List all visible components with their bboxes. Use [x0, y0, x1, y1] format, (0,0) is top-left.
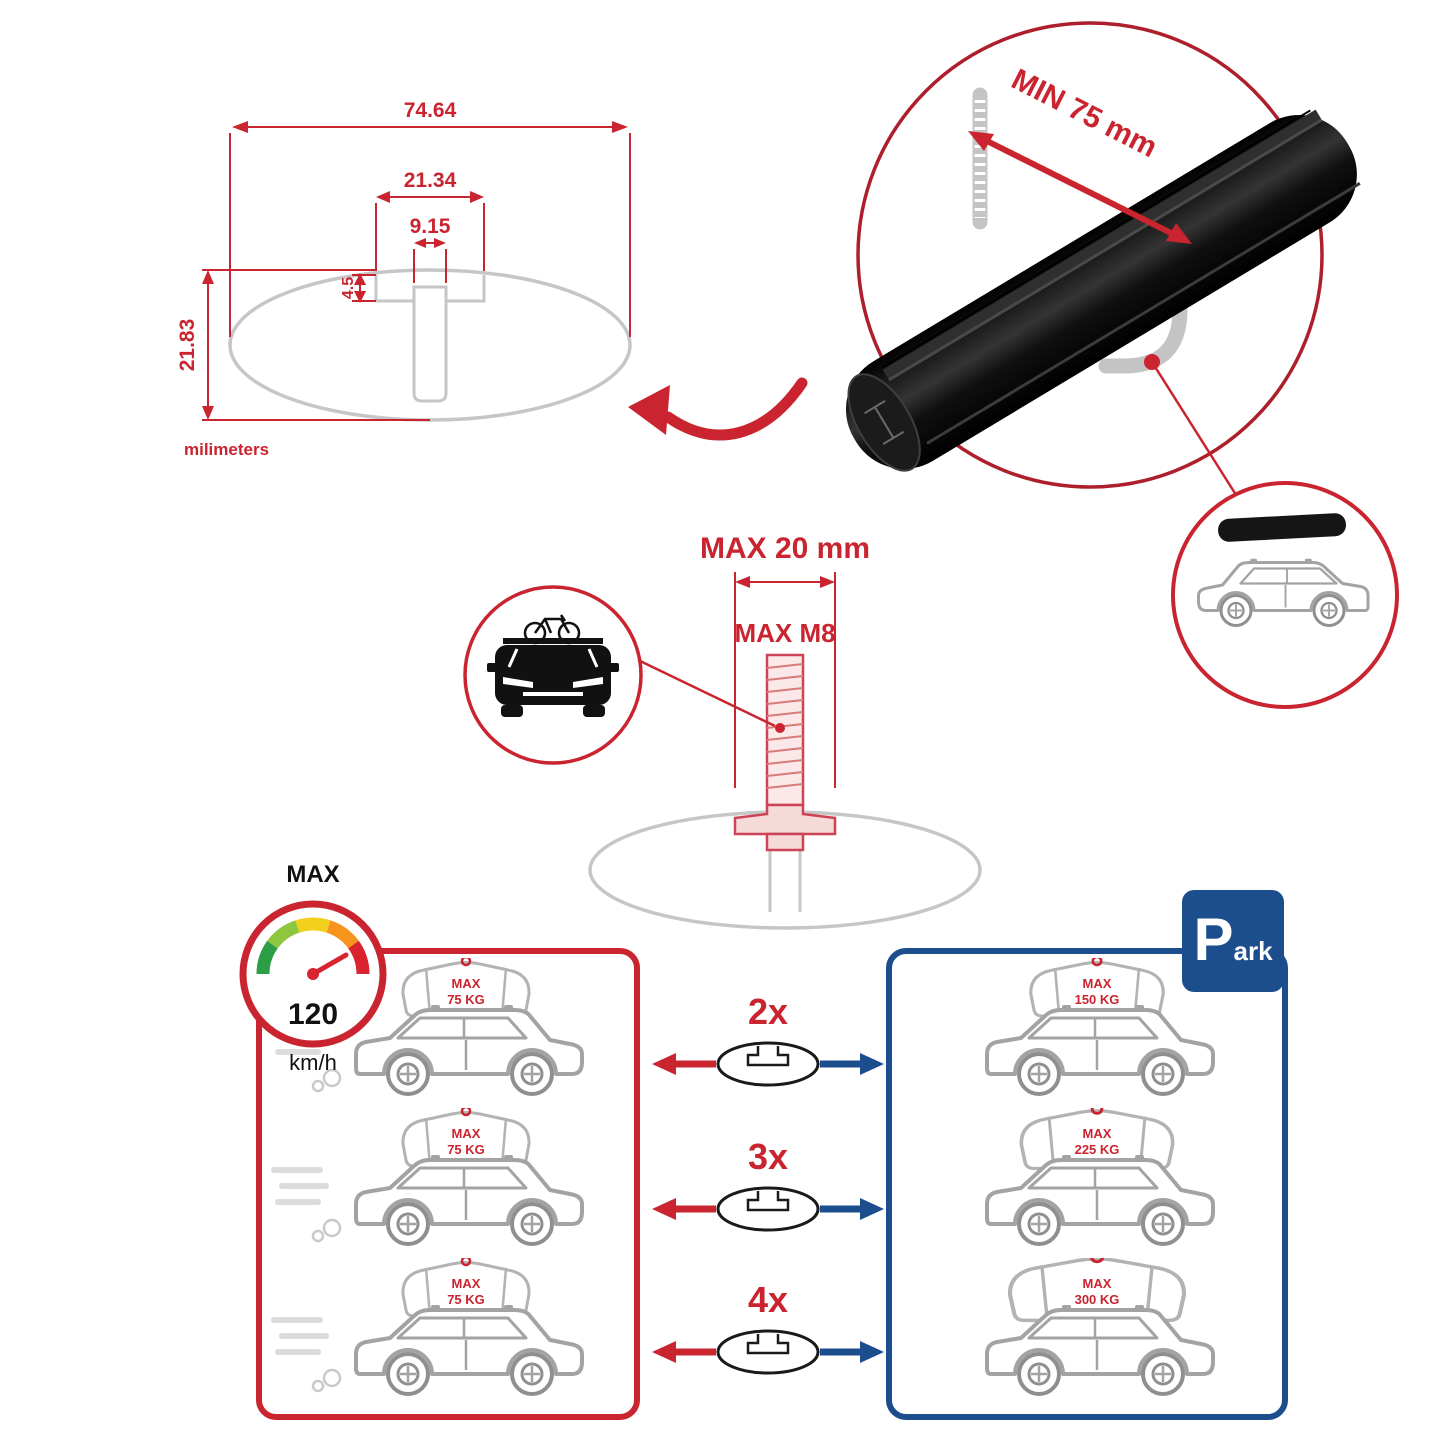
svg-text:75 KG: 75 KG [447, 1292, 485, 1307]
vehicle-roofbox-circle [1171, 481, 1399, 709]
svg-text:MAX: MAX [452, 1276, 481, 1291]
bolt-t-head [733, 803, 837, 836]
bar-quantity-row: 4x [652, 1279, 884, 1375]
svg-text:75 KG: 75 KG [447, 992, 485, 1007]
connector-line-bolt [637, 658, 776, 728]
gauge-arcs [256, 917, 370, 975]
svg-text:4x: 4x [748, 1279, 788, 1320]
multi-bar-car-row: MAX 300 KG [985, 1258, 1215, 1396]
speed-value: 120 [288, 998, 338, 1031]
total-height-dimension: 21.83 [176, 269, 430, 421]
svg-text:150 KG: 150 KG [1075, 992, 1120, 1007]
profile-channel-lines [768, 850, 802, 912]
svg-text:75 KG: 75 KG [447, 1142, 485, 1157]
bike-carrier-circle [463, 585, 776, 765]
bolt-pointer-dot [775, 723, 785, 733]
cross-section-dimension-diagram: 74.64 21.34 9.15 4.5 [176, 99, 808, 459]
bar-quantity-row: 2x [652, 991, 884, 1087]
total-height-value: 21.83 [176, 319, 199, 372]
svg-text:2x: 2x [748, 991, 788, 1032]
bolt-spec-diagram: MAX 20 mm MAX M8 [463, 532, 982, 930]
max-length-dimension: MAX 20 mm MAX M8 [700, 532, 870, 788]
svg-text:225 KG: 225 KG [1075, 1142, 1120, 1157]
park-letter: P [1193, 906, 1234, 973]
single-bar-car-row: MAX 75 KG [266, 1108, 584, 1246]
bolt-drawing [733, 653, 837, 852]
svg-text:MAX: MAX [1083, 976, 1112, 991]
speed-max-label: MAX [286, 862, 339, 888]
single-bar-car-row: MAX 75 KG [266, 1258, 584, 1396]
single-bar-car-row: MAX 75 KG [266, 958, 584, 1096]
roof-box-icon [1218, 513, 1346, 542]
aluminum-bar [845, 109, 1361, 472]
speed-limit-gauge: MAX 120 km/h [239, 862, 387, 1075]
bar-closeup-render: MIN 75 mm [845, 21, 1399, 709]
slot-outer-value: 21.34 [404, 169, 457, 192]
bar-profile-outline [228, 268, 632, 422]
max-length-label: MAX 20 mm [700, 532, 870, 565]
svg-text:MAX: MAX [1083, 1126, 1112, 1141]
multi-bar-car-row: MAX 150 KG [985, 958, 1215, 1096]
slot-depth-dimension: 4.5 [340, 273, 376, 303]
car-front-icon [487, 638, 619, 717]
slot-inner-value: 9.15 [410, 215, 451, 238]
total-width-dimension: 74.64 [229, 99, 631, 337]
multi-bar-car-row: MAX 225 KG [985, 1108, 1215, 1246]
pointer-arrow [628, 377, 808, 441]
total-width-value: 74.64 [404, 99, 457, 122]
speed-unit: km/h [289, 1050, 337, 1075]
units-label: milimeters [184, 440, 269, 459]
svg-text:MAX: MAX [452, 1126, 481, 1141]
t-slot-channel [412, 301, 448, 403]
max-thread-label: MAX M8 [734, 618, 835, 648]
t-slot-outline [374, 275, 486, 303]
slot-depth-value: 4.5 [340, 277, 357, 299]
svg-text:300 KG: 300 KG [1075, 1292, 1120, 1307]
bar-quantity-row: 3x [652, 1136, 884, 1232]
gauge-needle [310, 952, 349, 977]
park-rest: ark [1233, 936, 1273, 966]
connector-line [1150, 361, 1240, 499]
svg-text:MAX: MAX [452, 976, 481, 991]
svg-text:3x: 3x [748, 1136, 788, 1177]
slot-outer-dimension: 21.34 [375, 169, 485, 271]
svg-text:MAX: MAX [1083, 1276, 1112, 1291]
slot-inner-dimension: 9.15 [410, 215, 451, 283]
